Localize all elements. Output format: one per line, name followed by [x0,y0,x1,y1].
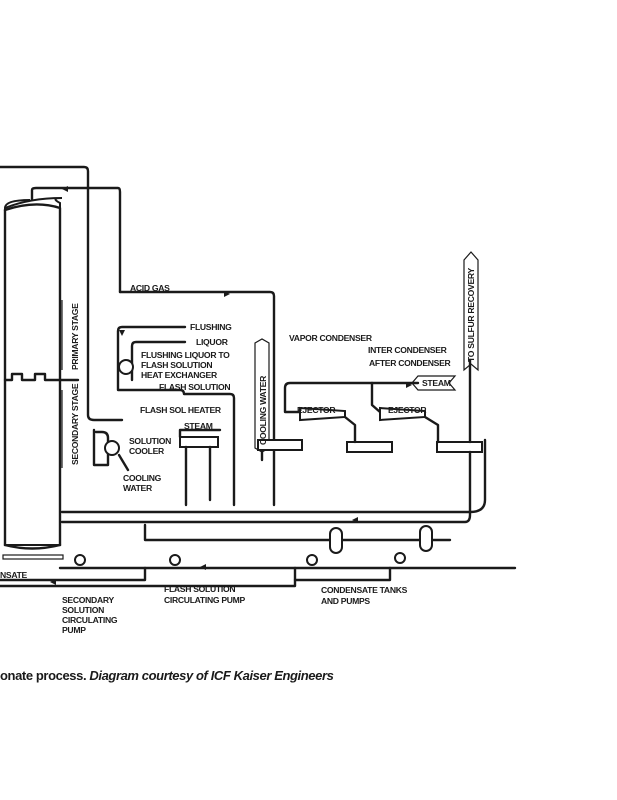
condensate-pump-1 [306,554,318,566]
label-hx-line1: FLUSHING LIQUOR TO [141,350,230,360]
label-solution-cooler-2: COOLER [129,446,165,456]
label-inter-condenser: INTER CONDENSER [368,345,448,355]
label-solution-cooler-1: SOLUTION [129,436,171,446]
condensate-pump-2 [394,552,406,564]
inter-condenser [346,441,393,453]
label-condensate-tanks-1: CONDENSATE TANKS [321,585,408,595]
label-hx-line3: HEAT EXCHANGER [141,370,218,380]
label-secondary-pump-1: SECONDARY [62,595,114,605]
flash-sol-heater [179,436,219,448]
regenerator-column [4,197,63,546]
label-vapor-condenser: VAPOR CONDENSER [289,333,373,343]
label-flushing: FLUSHING [190,322,232,332]
secondary-pump [74,554,86,566]
label-ejector-2: EJECTOR [388,405,427,415]
label-acid-gas: ACID GAS [130,283,170,293]
label-secondary-stage: SECONDARY STAGE [70,383,80,465]
label-flash-solution: FLASH SOLUTION [159,382,230,392]
steam-inlet-tag [411,375,457,391]
label-primary-stage: PRIMARY STAGE [70,303,80,370]
caption-credit: Diagram courtesy of ICF Kaiser Engineers [89,668,334,683]
caption-plain: onate process. [0,668,90,683]
label-ejector-1: EJECTOR [297,405,336,415]
label-flash-pump-2: CIRCULATING PUMP [164,595,246,605]
label-secondary-pump-2: SOLUTION [62,605,104,615]
label-after-condenser: AFTER CONDENSER [369,358,452,368]
label-heater-steam: STEAM [184,421,213,431]
label-condensate-tanks-2: AND PUMPS [321,596,370,606]
label-flash-pump-1: FLASH SOLUTION [164,584,235,594]
vapor-condenser [257,439,303,451]
condensate-tank-1 [329,527,343,554]
label-hx-line2: FLASH SOLUTION [141,360,212,370]
label-liquor: LIQUOR [196,337,229,347]
label-to-sulfur-recovery: TO SULFUR RECOVERY [466,268,476,362]
label-flash-sol-heater: FLASH SOL HEATER [140,405,222,415]
label-secondary-pump-3: CIRCULATING [62,615,118,625]
label-cooling-water-vertical: COOLING WATER [258,375,268,445]
figure-caption: onate process. Diagram courtesy of ICF K… [0,668,334,683]
flash-pump [169,554,181,566]
condensate-tank-2 [419,525,433,552]
flushing-hx [118,359,134,375]
label-secondary-pump-4: PUMP [62,625,86,635]
after-condenser [436,441,483,453]
label-condensate: NSATE [0,570,28,580]
solution-cooler [104,440,120,456]
sulfur-recovery-tag [463,251,479,372]
label-steam-inlet: STEAM [422,378,451,388]
column-base [2,554,64,560]
label-cooling-water-1: COOLING [123,473,162,483]
label-cooling-water-2: WATER [123,483,153,493]
